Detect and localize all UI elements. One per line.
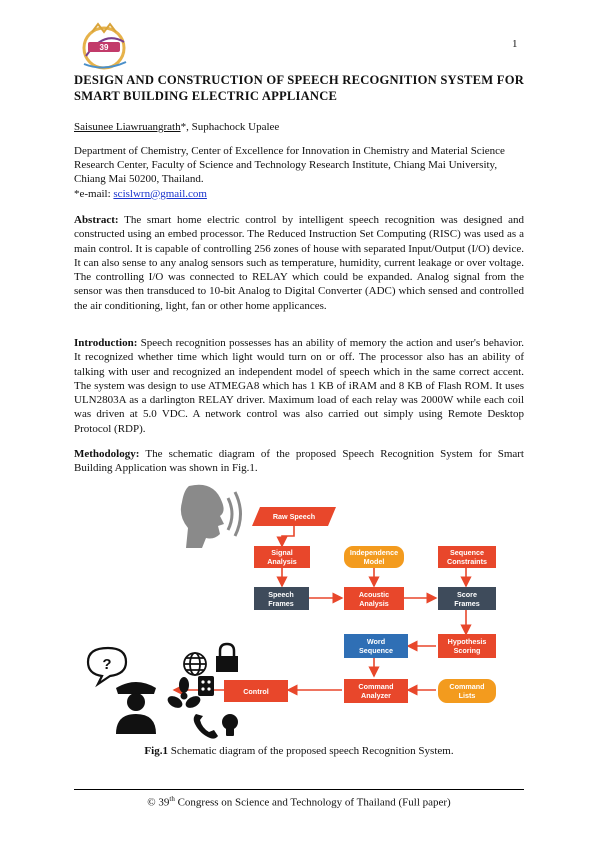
command-lists-box: Command Lists (438, 679, 496, 703)
question-bubble-icon: ? (86, 646, 128, 688)
affiliation-text: Department of Chemistry, Center of Excel… (74, 145, 505, 186)
footer-divider (74, 789, 524, 790)
speech-frames-line2: Frames (268, 599, 294, 608)
methodology-heading: Methodology: (74, 448, 140, 460)
raw-speech-box: Raw Speech (252, 507, 336, 526)
acoustic-analysis-box: Acoustic Analysis (344, 587, 404, 610)
hypothesis-scoring-box: Hypothesis Scoring (438, 634, 496, 658)
footer-prefix: © 39 (147, 796, 170, 809)
introduction-heading: Introduction: (74, 337, 138, 349)
command-analyzer-line1: Command (358, 682, 393, 691)
signal-analysis-line1: Signal (271, 548, 293, 557)
schematic-diagram: Raw Speech Signal Analysis Independence … (86, 484, 496, 739)
independence-model-line1: Independence (350, 548, 398, 557)
authors: Saisunee Liawruangrath*, Suphachock Upal… (74, 121, 279, 133)
methodology: Methodology: The schematic diagram of th… (74, 447, 524, 476)
raw-speech-label: Raw Speech (273, 512, 315, 521)
speech-frames-line1: Speech (268, 590, 294, 599)
affiliation: Department of Chemistry, Center of Excel… (74, 144, 530, 201)
svg-text:?: ? (102, 656, 111, 673)
phone-icon (193, 714, 218, 739)
abstract-heading: Abstract: (74, 214, 119, 226)
speaking-head-icon (180, 484, 242, 548)
email-label: *e-mail: (74, 187, 114, 200)
command-analyzer-box: Command Analyzer (344, 679, 408, 703)
score-frames-box: Score Frames (438, 587, 496, 610)
independence-model-line2: Model (364, 557, 385, 566)
acoustic-analysis-line2: Analysis (359, 599, 389, 608)
remote-icon (198, 676, 214, 696)
word-sequence-box: Word Sequence (344, 634, 408, 658)
paper-title: DESIGN AND CONSTRUCTION OF SPEECH RECOGN… (74, 73, 524, 103)
figure-label: Fig.1 (144, 745, 168, 757)
control-box: Control (224, 680, 288, 702)
command-analyzer-line2: Analyzer (361, 691, 391, 700)
introduction-text: Speech recognition possesses has an abil… (74, 337, 524, 435)
acoustic-analysis-line1: Acoustic (359, 590, 389, 599)
email-link[interactable]: scislwrn@gmail.com (113, 187, 207, 200)
command-lists-line1: Command (449, 682, 484, 691)
lightbulb-icon (222, 714, 238, 736)
logo-text: 39 (100, 43, 109, 52)
other-authors: *, Suphachock Upalee (180, 121, 280, 133)
arrow-raw-to-signal (276, 526, 295, 548)
speech-frames-box: Speech Frames (254, 587, 309, 610)
footer: © 39th Congress on Science and Technolog… (74, 795, 524, 809)
figure-caption: Fig.1 Schematic diagram of the proposed … (74, 745, 524, 757)
user-icon (116, 682, 156, 734)
sequence-constraints-line1: Sequence (450, 548, 484, 557)
control-label: Control (243, 687, 269, 696)
command-lists-line2: Lists (459, 691, 476, 700)
abstract-text: The smart home electric control by intel… (74, 214, 524, 312)
sequence-constraints-line2: Constraints (447, 557, 487, 566)
footer-superscript: th (169, 795, 175, 803)
page-number: 1 (512, 38, 518, 50)
congress-logo: 39 (82, 22, 127, 70)
footer-text: Congress on Science and Technology of Th… (174, 796, 451, 809)
first-author: Saisunee Liawruangrath (74, 121, 181, 133)
signal-analysis-line2: Analysis (267, 557, 297, 566)
figure-caption-text: Schematic diagram of the proposed speech… (167, 745, 454, 757)
hypothesis-scoring-line2: Scoring (454, 646, 481, 655)
fan-icon (167, 677, 201, 708)
word-sequence-line1: Word (367, 637, 385, 646)
hypothesis-scoring-line1: Hypothesis (448, 637, 487, 646)
globe-icon (183, 652, 207, 676)
abstract: Abstract: The smart home electric contro… (74, 213, 524, 313)
word-sequence-line2: Sequence (359, 646, 393, 655)
lock-icon (216, 642, 238, 672)
signal-analysis-box: Signal Analysis (254, 546, 310, 568)
score-frames-line2: Frames (454, 599, 480, 608)
score-frames-line1: Score (457, 590, 477, 599)
methodology-text: The schematic diagram of the proposed Sp… (74, 448, 524, 475)
independence-model-box: Independence Model (344, 546, 404, 568)
sequence-constraints-box: Sequence Constraints (438, 546, 496, 568)
introduction: Introduction: Speech recognition possess… (74, 336, 524, 436)
